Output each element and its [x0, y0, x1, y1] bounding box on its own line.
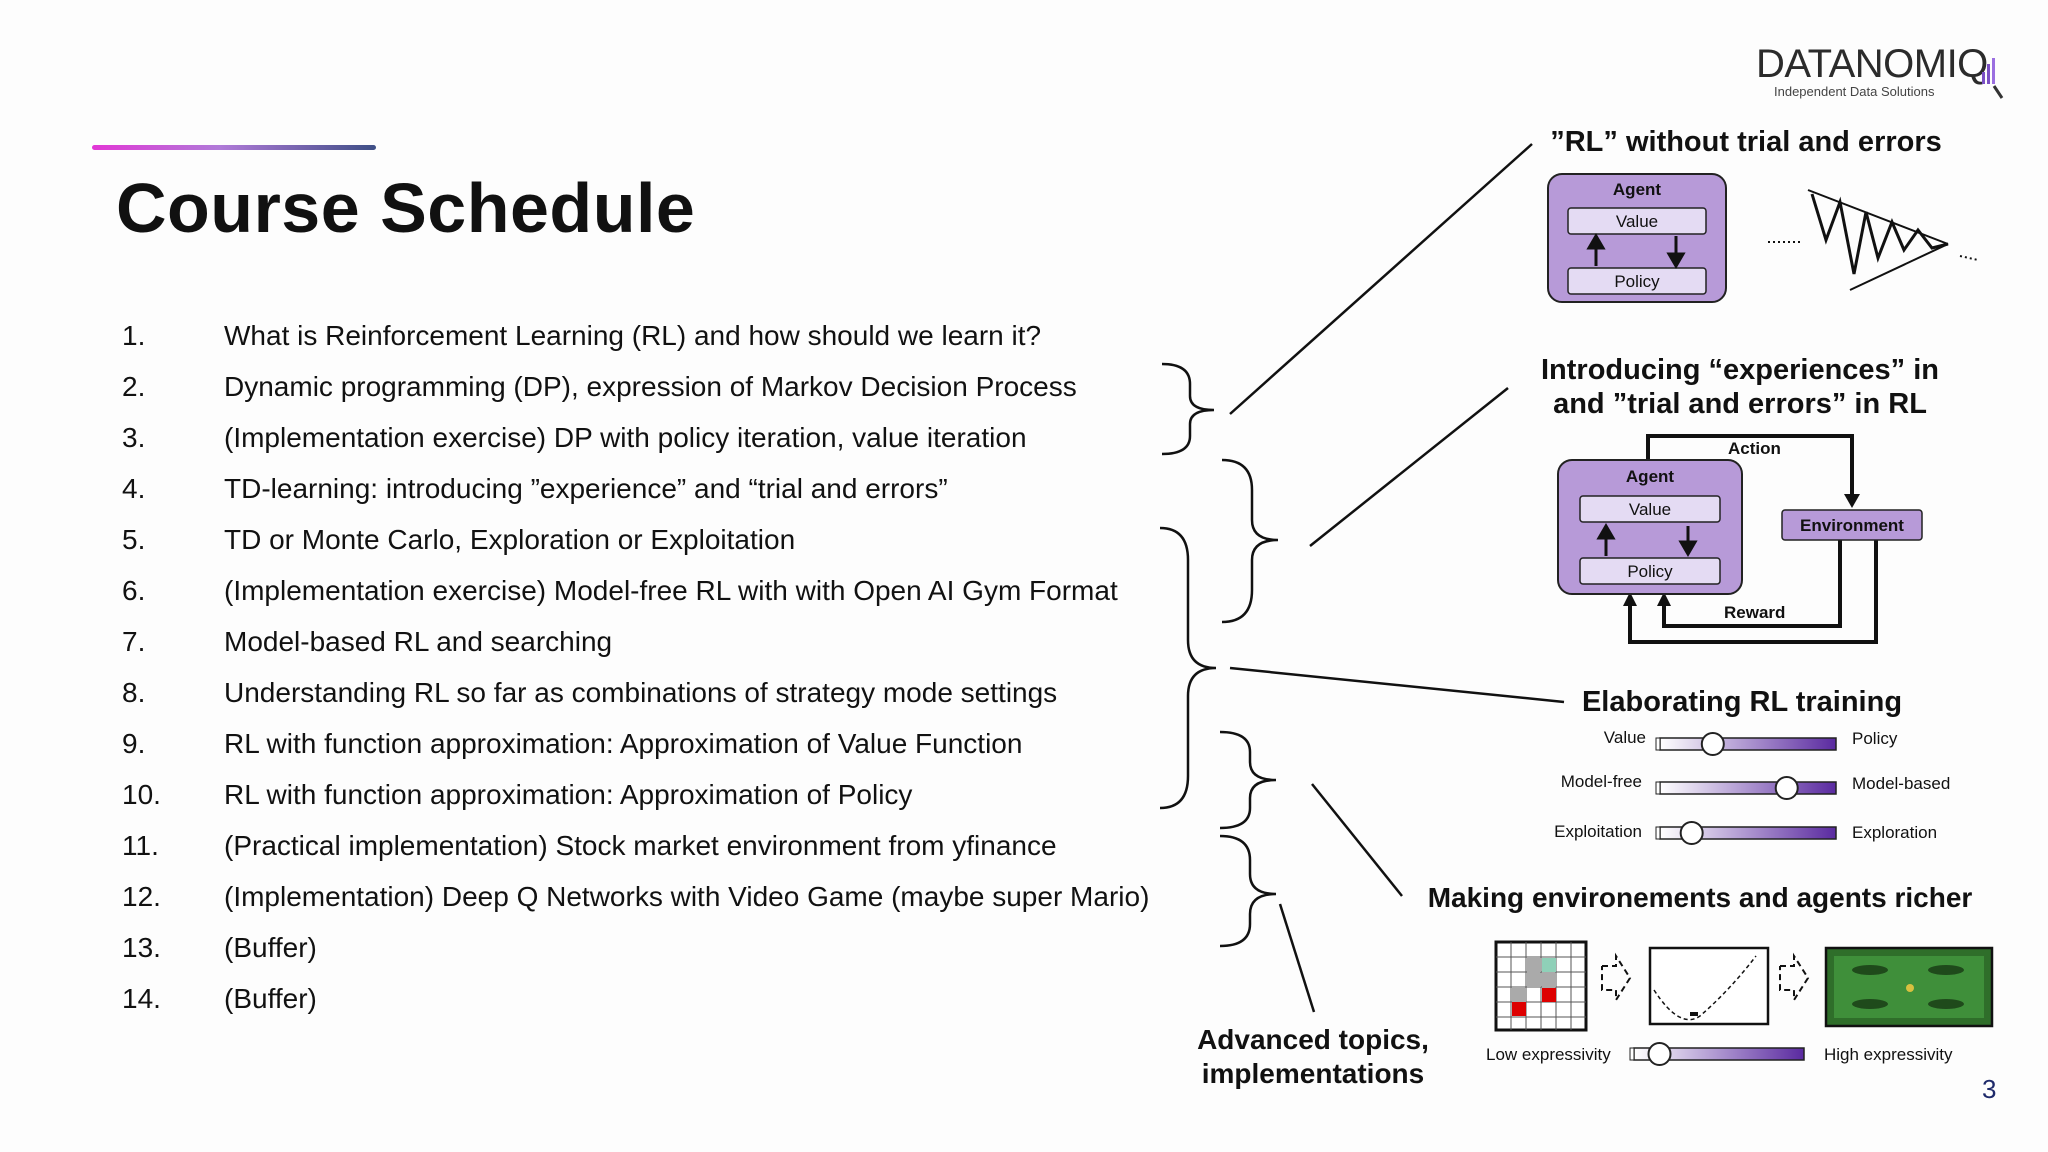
connector-1: [1229, 143, 1533, 415]
video-game-icon: [1824, 946, 1994, 1028]
section-experiences-heading-line1: Introducing “experiences” in: [1540, 354, 1940, 386]
brace-4: [1219, 730, 1277, 830]
brace-3: [1159, 526, 1217, 810]
brace-5: [1219, 834, 1277, 948]
section-elaborating-heading: Elaborating RL training: [1581, 686, 1903, 718]
arrow-up-icon: [1657, 592, 1671, 606]
agent-label: Agent: [1625, 467, 1675, 486]
policy-label: Policy: [1614, 272, 1660, 291]
slider-exploitation-exploration-track[interactable]: [1655, 821, 1837, 845]
slider-knob[interactable]: [1679, 821, 1704, 845]
section-advanced-heading-line1: Advanced topics,: [1197, 1024, 1429, 1055]
policy-label: Policy: [1627, 562, 1673, 581]
slider-modelfree-modelbased-track[interactable]: [1655, 776, 1837, 800]
brace-2: [1221, 458, 1279, 624]
slider-left-label: Low expressivity: [1486, 1045, 1611, 1064]
environment-label: Environment: [1800, 516, 1904, 535]
arrow-up-icon: [1596, 523, 1616, 540]
arrow-down-icon: [1666, 252, 1686, 269]
arrow-down-icon: [1844, 494, 1860, 508]
arrow-down-icon: [1678, 540, 1698, 557]
connector-3: [1229, 666, 1565, 704]
value-box: [1567, 207, 1707, 235]
agent-label: Agent: [1612, 180, 1662, 199]
logo-chart-icon: [1982, 58, 2004, 99]
slide-title: Course Schedule: [116, 169, 696, 247]
value-label: Value: [1628, 500, 1672, 519]
policy-box: [1579, 557, 1721, 585]
dashed-arrow-icon: [1779, 952, 1810, 1004]
section-richer-heading: Making environements and agents richer: [1427, 882, 1973, 913]
connector-4: [1311, 783, 1403, 897]
grid-world-icon: [1494, 940, 1588, 1032]
slider-right-label: High expressivity: [1824, 1045, 1953, 1064]
connector-2: [1309, 387, 1509, 547]
company-logo: DATANOMIQ Independent Data Solutions: [1756, 42, 2004, 104]
slider-knob[interactable]: [1647, 1042, 1672, 1066]
title-accent-line: [92, 145, 376, 150]
value-label: Value: [1615, 212, 1659, 231]
policy-box: [1567, 267, 1707, 295]
page-number: 3: [1982, 1074, 1997, 1104]
brace-1: [1161, 362, 1215, 456]
arrow-up-icon: [1586, 233, 1606, 250]
section-experiences-heading-line2: and ”trial and errors” in RL: [1553, 388, 1927, 420]
action-label: Action: [1728, 439, 1781, 458]
connector-5: [1278, 903, 1316, 1013]
slider-knob[interactable]: [1774, 776, 1799, 800]
logo-tagline: Independent Data Solutions: [1774, 84, 1935, 99]
arrow-up-icon: [1623, 592, 1637, 606]
section-advanced-heading-line2: implementations: [1201, 1058, 1425, 1089]
dashed-arrow-icon: [1601, 952, 1632, 1004]
environment-box: [1781, 509, 1923, 541]
convergence-plot-icon: [1768, 189, 1979, 291]
reward-label: Reward: [1724, 603, 1786, 622]
value-box: [1579, 495, 1721, 523]
mountain-car-icon: [1648, 946, 1770, 1026]
slider-value-policy-track[interactable]: [1655, 732, 1837, 756]
slider-knob[interactable]: [1700, 732, 1725, 756]
section-rl-without-trial-heading: ”RL” without trial and errors: [1550, 126, 1942, 158]
slider-expressivity-track[interactable]: [1629, 1042, 1805, 1066]
logo-name: DATANOMIQ: [1756, 42, 1988, 86]
